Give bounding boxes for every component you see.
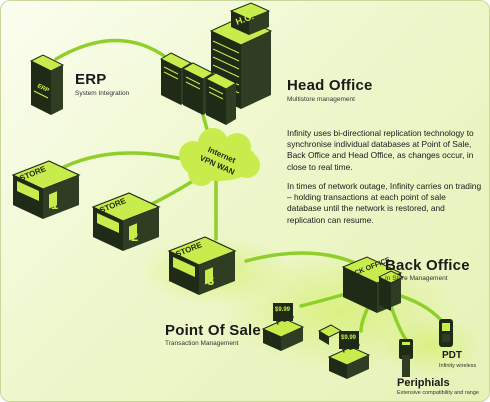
pdt-subtitle: Infinity wireless [439,363,477,369]
pos-1-price: $9.99 [275,307,291,313]
store-2-number: 2 [131,229,138,244]
head-office-title: Head Office [287,77,373,94]
erp-server-icon [29,54,65,115]
description-paragraph-1: Infinity uses bi-directional replication… [287,128,474,172]
barcode-scanner-icon [399,339,413,377]
back-office-subtitle: In Store Management [385,275,448,282]
pdt-title: PDT [442,350,462,361]
peripherals-subtitle: Extensive compatibility and range [397,390,479,396]
erp-server-tag: ERP [36,83,50,94]
head-office-subtitle: Multistore management [287,96,355,103]
pos-2-price: $9.99 [341,335,357,341]
network-cloud-icon [179,128,260,186]
point-of-sale-subtitle: Transaction Management [165,340,239,347]
erp-title: ERP [75,71,107,88]
peripherals-title: Periphials [397,377,450,389]
description-paragraph-2: In times of network outage, Infinity car… [287,181,482,225]
back-office-title: Back Office [385,257,470,274]
head-office-tower-icon [160,2,273,126]
store-1-number: 1 [51,197,58,212]
store-3-number: 3 [207,273,214,288]
back-office-server-icon [341,256,405,313]
pdt-handheld-icon [439,319,453,347]
point-of-sale-title: Point Of Sale [165,322,261,339]
erp-subtitle: System Integration [75,90,130,97]
